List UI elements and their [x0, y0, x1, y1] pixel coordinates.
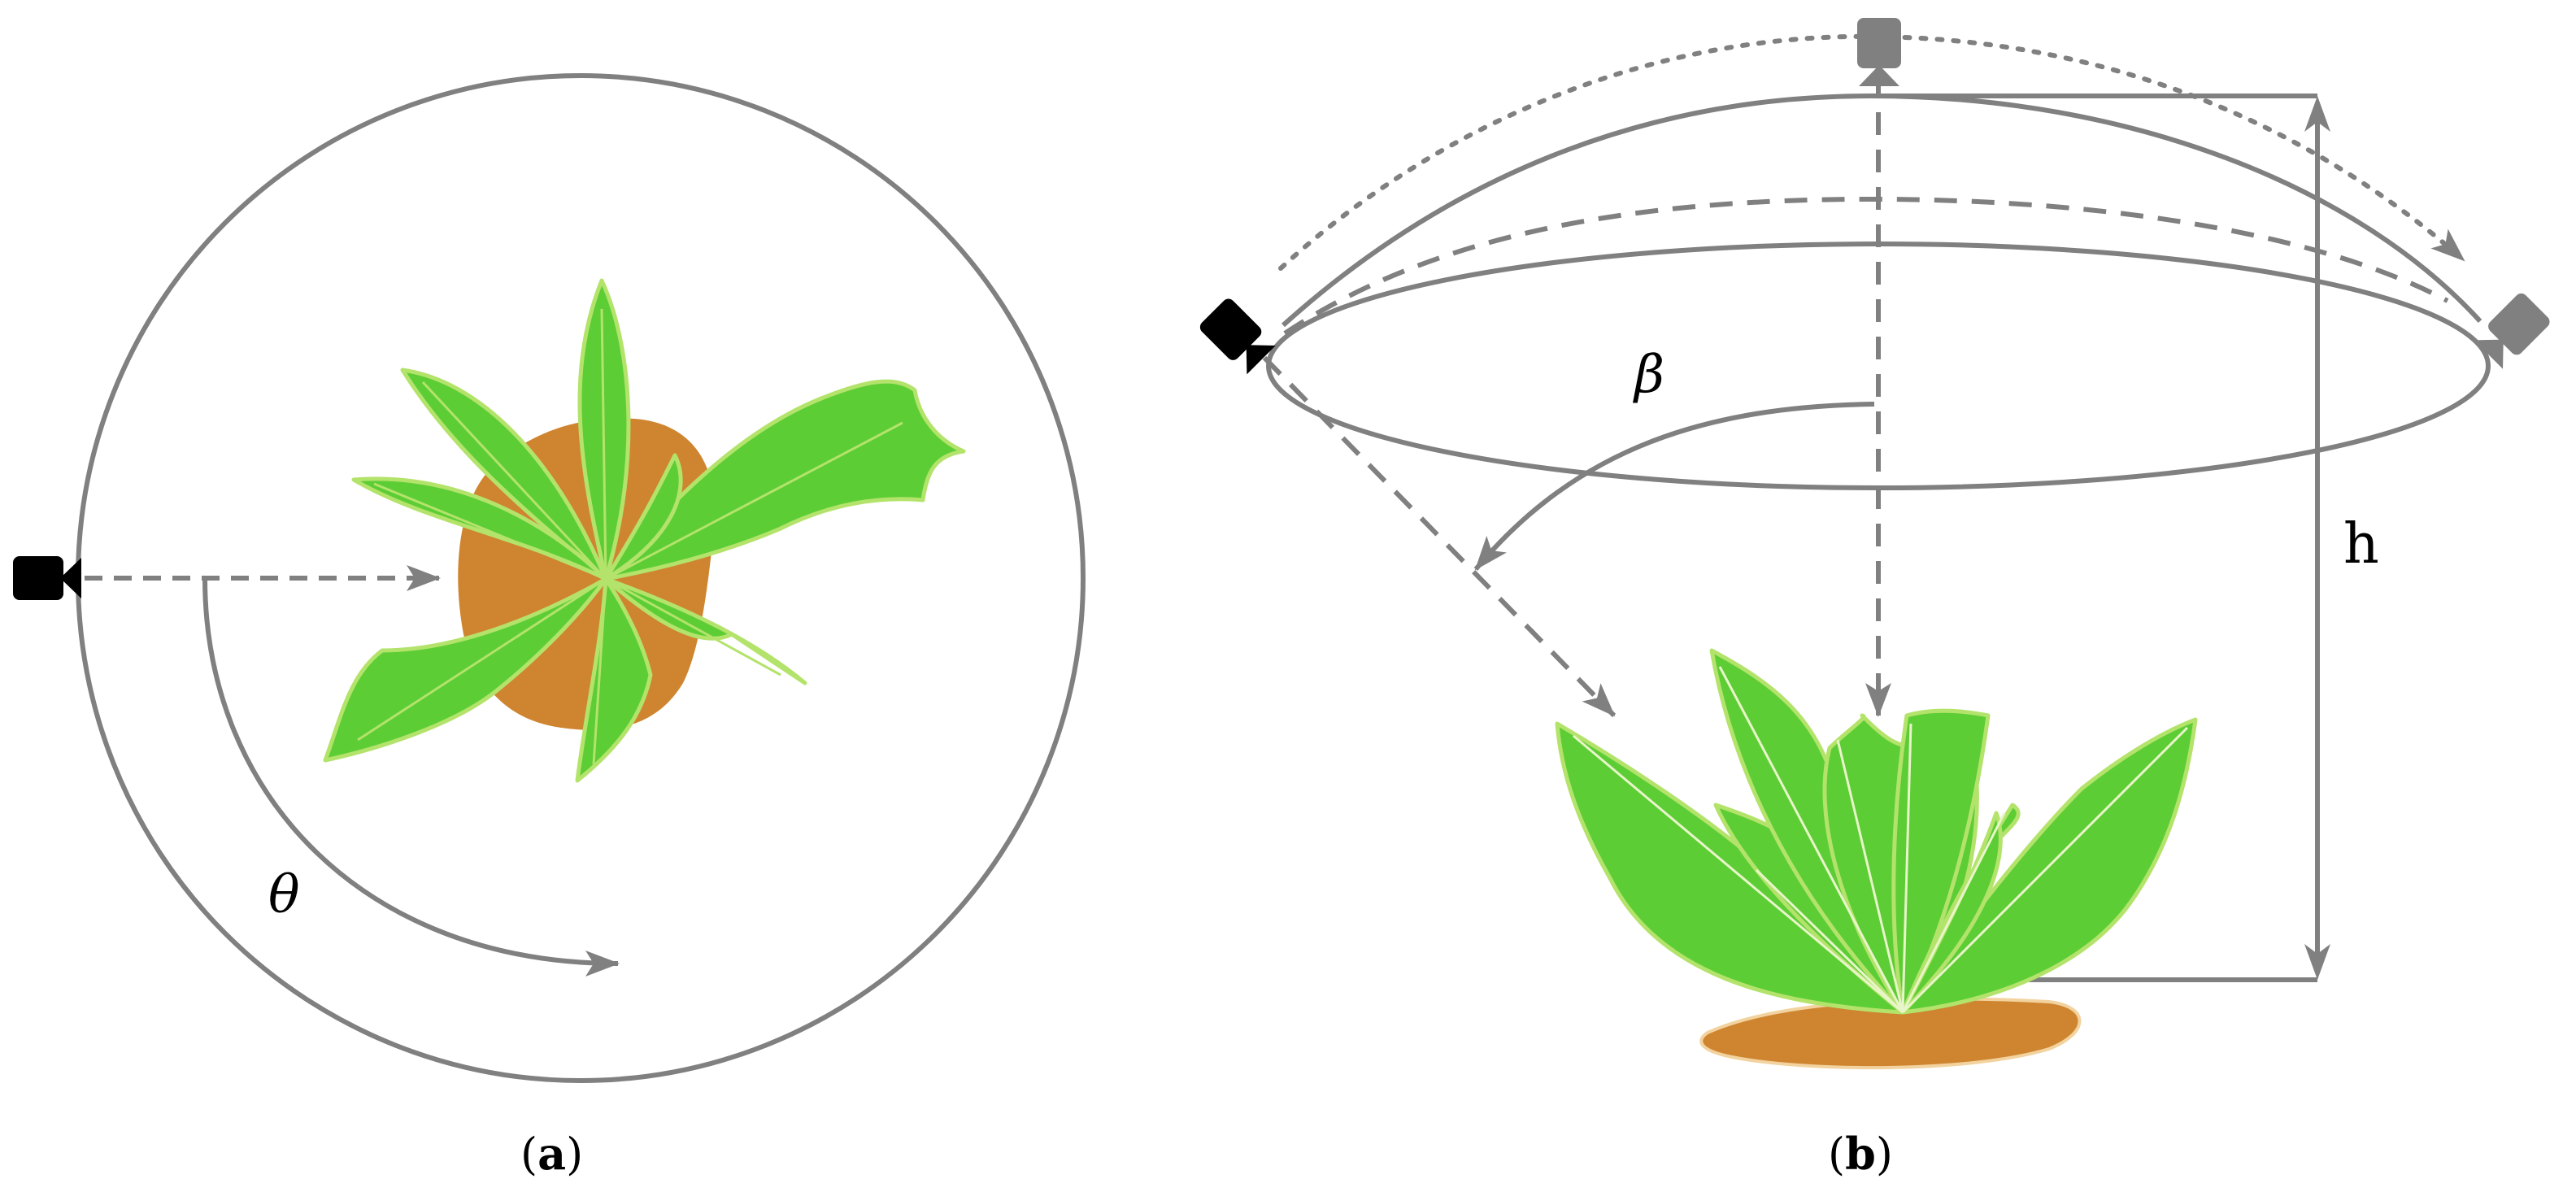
height-arrow-head-top: [2304, 96, 2330, 132]
plant-top-view: [323, 278, 966, 783]
plant-icon: [1555, 648, 2198, 1015]
elevation-angle-symbol: β: [1633, 345, 1664, 405]
height-symbol: h: [2343, 512, 2379, 576]
leaf-vein-lines: [357, 308, 903, 765]
oblique-view-arrow: [1262, 355, 1617, 718]
caption-a: (a): [520, 1128, 583, 1180]
panel-b: h β: [1199, 18, 2550, 1180]
camera-icon: [1199, 298, 1276, 375]
camera-icon: [1857, 18, 1901, 86]
leaf-vein-lines: [1573, 666, 2189, 1014]
panel-a: θ (a): [13, 73, 1086, 1180]
height-arrow-head-bottom: [2304, 944, 2330, 980]
plant-side-view: [1555, 648, 2198, 1070]
camera-icon: [13, 556, 81, 600]
camera-icon: [2474, 293, 2550, 369]
hemisphere-front-arc: [1281, 93, 2482, 328]
caption-b: (b): [1828, 1128, 1893, 1180]
camera-path-dotted-arc: [1278, 33, 2466, 271]
rotation-symbol: θ: [268, 865, 300, 925]
elevation-angle-arrow: [1473, 402, 1875, 571]
hemisphere-back-arc: [1283, 196, 2449, 336]
rotation-arrow: [202, 577, 620, 977]
